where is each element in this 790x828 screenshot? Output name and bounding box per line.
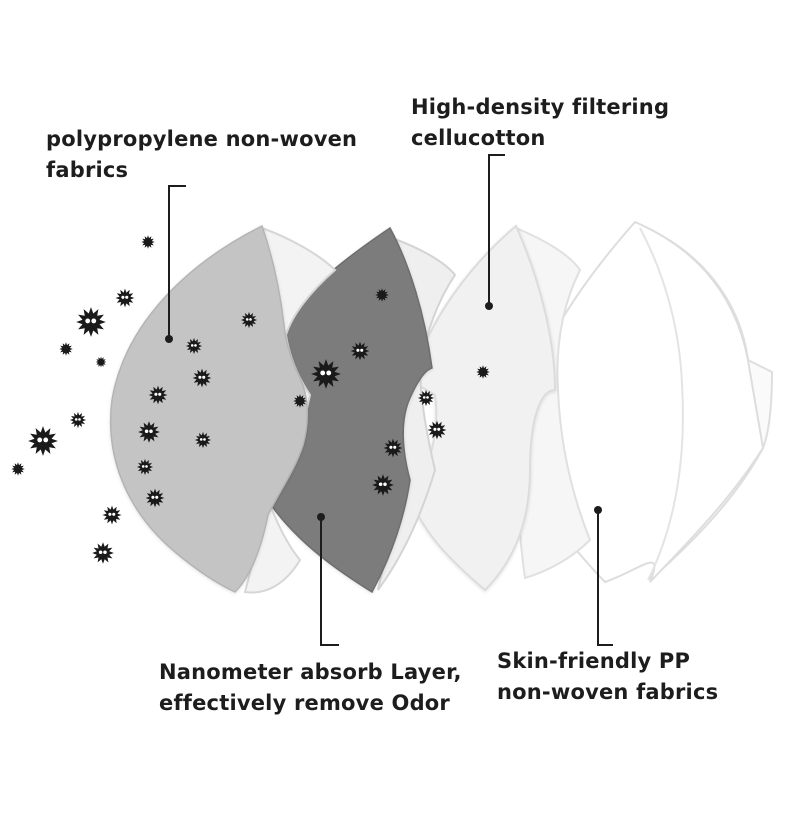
- dust-particle-icon: [476, 365, 490, 379]
- dust-particle-icon: [76, 307, 106, 337]
- dust-particle-icon: [192, 368, 212, 388]
- filter-layer: [408, 224, 592, 592]
- leader-absorb-layer: [317, 513, 339, 646]
- leader-filter-layer: [485, 154, 505, 310]
- dust-particle-icon: [240, 311, 258, 329]
- dust-particle-icon: [311, 359, 341, 389]
- inner-layer: [523, 220, 774, 584]
- dust-particle-icon: [350, 341, 370, 361]
- dust-particle-icon: [145, 488, 165, 508]
- dust-particle-icon: [59, 342, 73, 356]
- label-absorb-layer-line1: Nanometer absorb Layer,: [159, 660, 462, 684]
- dust-particle-icon: [141, 235, 155, 249]
- dust-particle-icon: [115, 288, 135, 308]
- inner-layer-fold: [639, 227, 684, 581]
- leader-lines: [165, 154, 613, 646]
- label-outer-layer-line2: fabrics: [46, 158, 129, 182]
- dust-particle-icon: [293, 394, 307, 408]
- dust-particle-icon: [138, 421, 160, 443]
- dust-particle-icon: [427, 420, 447, 440]
- label-filter-layer: High-density filtering cellucotton: [411, 92, 669, 154]
- dust-particle-icon: [148, 385, 168, 405]
- label-inner-layer-line2: non-woven fabrics: [497, 680, 719, 704]
- dust-particle-icon: [11, 462, 25, 476]
- leader-outer-layer: [165, 185, 186, 343]
- dust-particle-icon: [136, 458, 154, 476]
- label-filter-layer-line2: cellucotton: [411, 126, 546, 150]
- label-filter-layer-line1: High-density filtering: [411, 95, 670, 119]
- leader-inner-layer: [594, 506, 613, 646]
- label-absorb-layer: Nanometer absorb Layer, effectively remo…: [159, 657, 462, 719]
- label-inner-layer-line1: Skin-friendly PP: [497, 649, 691, 673]
- dust-particle-icon: [92, 542, 114, 564]
- dust-particle-icon: [28, 426, 58, 456]
- dust-particle-icon: [383, 438, 403, 458]
- label-outer-layer: polypropylene non-woven fabrics: [46, 124, 357, 186]
- dust-particle-icon: [102, 505, 122, 525]
- dust-particle-icon: [95, 356, 107, 368]
- dust-particle-icon: [194, 431, 212, 449]
- label-outer-layer-line1: polypropylene non-woven: [46, 127, 358, 151]
- dust-particle-icon: [417, 389, 435, 407]
- label-inner-layer: Skin-friendly PP non-woven fabrics: [497, 646, 718, 708]
- dust-particles: [11, 235, 490, 564]
- dust-particle-icon: [372, 474, 394, 496]
- dust-particle-icon: [185, 337, 203, 355]
- dust-particle-icon: [375, 288, 389, 302]
- label-absorb-layer-line2: effectively remove Odor: [159, 691, 450, 715]
- dust-particle-icon: [69, 411, 87, 429]
